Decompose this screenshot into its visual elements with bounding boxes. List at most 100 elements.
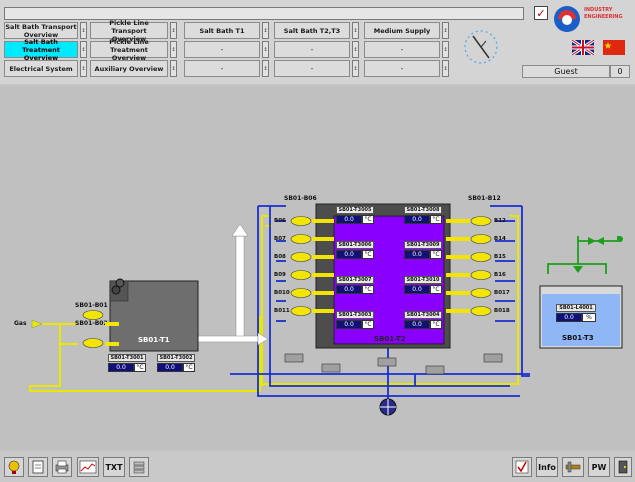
database-button[interactable] xyxy=(129,457,149,477)
sensor-value[interactable]: 0.0 xyxy=(336,215,362,224)
burner-connector xyxy=(446,291,470,295)
sensor-value[interactable]: 0.0 xyxy=(404,215,430,224)
sensor-unit: °C xyxy=(430,320,442,329)
nav-expand-button[interactable]: ↕ xyxy=(170,60,177,77)
alarm-button[interactable] xyxy=(4,457,24,477)
sensor-value[interactable]: 0.0 xyxy=(157,363,183,372)
burner-icon[interactable] xyxy=(290,270,312,280)
burner-icon[interactable] xyxy=(82,310,104,320)
nav-pickle-line-treatment[interactable]: Pickle Line Treatment Overview xyxy=(90,38,168,62)
trend-button[interactable] xyxy=(77,457,99,477)
sensor-value[interactable]: 0.0 xyxy=(404,250,430,259)
sensor-value[interactable]: 0.0 xyxy=(404,285,430,294)
burner-connector xyxy=(446,273,470,277)
bottom-toolbar: TXT Info PW xyxy=(0,452,635,482)
nav-salt-bath-treatment[interactable]: Salt Bath Treatment Overview xyxy=(4,38,78,62)
checkmark-icon xyxy=(515,460,529,474)
tile-salt-bath-t1[interactable]: Salt Bath T1 xyxy=(184,22,260,39)
tile-salt-bath-t2-t3[interactable]: Salt Bath T2,T3 xyxy=(274,22,350,39)
burner-icon[interactable] xyxy=(290,234,312,244)
burner-connector xyxy=(312,309,334,313)
burner-icon[interactable] xyxy=(290,252,312,262)
info-button[interactable]: Info xyxy=(536,457,558,477)
pump-icon[interactable] xyxy=(379,398,397,416)
password-button[interactable]: PW xyxy=(588,457,610,477)
text-button[interactable]: TXT xyxy=(103,457,125,477)
level-value[interactable]: 0.0 xyxy=(556,313,582,322)
tile-value: - xyxy=(364,60,440,77)
clock-icon xyxy=(464,30,498,64)
tile-value: - xyxy=(364,41,440,58)
burner-icon[interactable] xyxy=(470,288,492,298)
burner-icon[interactable] xyxy=(470,216,492,226)
burner-icon[interactable] xyxy=(470,234,492,244)
exit-button[interactable] xyxy=(614,457,632,477)
burner-icon[interactable] xyxy=(290,306,312,316)
agitator-icon xyxy=(111,285,121,295)
tile-label: Salt Bath T1 xyxy=(199,26,245,35)
burner-label: B15 xyxy=(494,254,506,260)
print-button[interactable] xyxy=(52,457,72,477)
sensor-unit: °C xyxy=(430,250,442,259)
nav-electrical-system[interactable]: Electrical System xyxy=(4,60,78,77)
tank-t3-label: SB01-T3 xyxy=(562,334,594,342)
nav-salt-bath-transport[interactable]: Salt Bath Transport Overview xyxy=(4,22,78,39)
sensor-value[interactable]: 0.0 xyxy=(336,250,362,259)
nav-expand-button[interactable]: ↕ xyxy=(80,60,87,77)
tile-expand-button[interactable]: ↕ xyxy=(352,41,359,58)
sensor-value[interactable]: 0.0 xyxy=(404,320,430,329)
sensor-value[interactable]: 0.0 xyxy=(336,320,362,329)
burner-connector xyxy=(312,291,334,295)
burner-icon[interactable] xyxy=(290,288,312,298)
tile-expand-button[interactable]: ↕ xyxy=(262,22,269,39)
report-button[interactable] xyxy=(28,457,48,477)
nav-auxiliary-overview[interactable]: Auxiliary Overview xyxy=(90,60,168,77)
tile-value: - xyxy=(274,60,350,77)
user-name-field[interactable]: Guest xyxy=(522,65,610,78)
burner-icon[interactable] xyxy=(470,306,492,316)
sensor-tag: SB01-T3004 xyxy=(404,311,442,319)
tile-expand-button[interactable]: ↕ xyxy=(262,60,269,77)
sensor-tag: SB01-T3003 xyxy=(336,311,374,319)
level-unit: % xyxy=(582,313,596,322)
bell-icon xyxy=(8,460,20,474)
burner-label: SB01-B02 xyxy=(75,320,108,327)
burner-connector xyxy=(446,309,470,313)
supply-valve-icon[interactable] xyxy=(588,236,623,245)
acknowledge-button[interactable] xyxy=(512,457,532,477)
nav-expand-button[interactable]: ↕ xyxy=(170,22,177,39)
nav-label: Pickle Line Transport Overview xyxy=(109,18,149,43)
tile-medium-supply[interactable]: Medium Supply xyxy=(364,22,440,39)
sensor-tag: SB01-T3009 xyxy=(404,241,442,249)
alarm-ack-checkbox[interactable]: ✓ xyxy=(534,6,548,20)
sensor-tag: SB01-T3001 xyxy=(108,354,146,362)
gas-inlet-arrow-icon xyxy=(31,319,43,329)
sensor-value[interactable]: 0.0 xyxy=(108,363,134,372)
burner-icon[interactable] xyxy=(290,216,312,226)
tile-expand-button[interactable]: ↕ xyxy=(352,60,359,77)
message-bar xyxy=(4,7,524,20)
tile-expand-button[interactable]: ↕ xyxy=(262,41,269,58)
nav-expand-button[interactable]: ↕ xyxy=(170,41,177,58)
tile-expand-button[interactable]: ↕ xyxy=(352,22,359,39)
burner-icon[interactable] xyxy=(82,338,104,348)
tile-expand-button[interactable]: ↕ xyxy=(442,41,449,58)
burner-group-label: SB01-B12 xyxy=(468,195,501,202)
tile-expand-button[interactable]: ↕ xyxy=(442,60,449,77)
sensor-value[interactable]: 0.0 xyxy=(336,285,362,294)
english-flag-icon[interactable] xyxy=(572,40,594,55)
nav-pickle-line-transport[interactable]: Pickle Line Transport Overview xyxy=(90,19,168,43)
tile-expand-button[interactable]: ↕ xyxy=(442,22,449,39)
nav-expand-button[interactable]: ↕ xyxy=(80,41,87,58)
sensor-unit: °C xyxy=(430,215,442,224)
nav-label: Auxiliary Overview xyxy=(94,64,164,73)
burner-group-label: SB01-B06 xyxy=(284,195,317,202)
sensor-unit: °C xyxy=(362,215,374,224)
nav-expand-button[interactable]: ↕ xyxy=(80,22,87,39)
burner-icon[interactable] xyxy=(470,252,492,262)
burner-label: B017 xyxy=(494,290,510,296)
tile-value: - xyxy=(184,60,260,77)
burner-icon[interactable] xyxy=(470,270,492,280)
chinese-flag-icon[interactable] xyxy=(603,40,625,55)
settings-button[interactable] xyxy=(562,457,584,477)
